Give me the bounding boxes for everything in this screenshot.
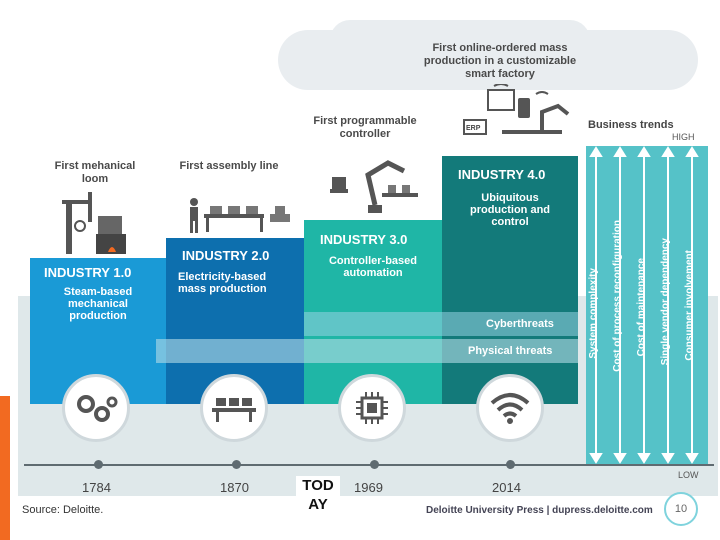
microchip-icon	[356, 392, 388, 424]
trend-cost-reconfiguration: Cost of process reconfiguration	[612, 220, 623, 372]
trend-single-vendor: Single vendor dependency	[660, 238, 671, 366]
top-caption: First online-ordered mass production in …	[423, 42, 577, 80]
stage-1-subtitle: Steam-based mechanical production	[63, 286, 133, 322]
timeline-dot-2014	[506, 460, 515, 469]
trend-system-complexity: System complexity	[588, 268, 599, 359]
stage-3-title: INDUSTRY 3.0	[320, 232, 408, 247]
stage-2-title: INDUSTRY 2.0	[182, 248, 270, 263]
stage-2-subtitle: Electricity-based mass production	[178, 271, 267, 295]
chip-circle	[338, 374, 406, 442]
trends-title: Business trends	[588, 119, 674, 131]
timeline-line	[24, 464, 714, 466]
physical-threats-band	[156, 339, 578, 363]
plc-caption: First programmable controller	[313, 115, 417, 140]
cyberthreats-label: Cyberthreats	[486, 318, 554, 330]
conveyor-icon	[212, 398, 256, 422]
wifi-icon	[490, 393, 530, 424]
trends-panel	[586, 146, 708, 464]
timeline-dot-1870	[232, 460, 241, 469]
left-accent-bar	[0, 396, 10, 540]
erp-label: ERP	[466, 125, 481, 132]
top-cloud-puff	[330, 20, 590, 60]
year-1784: 1784	[82, 480, 111, 495]
page-number-badge: 10	[664, 492, 698, 526]
robot-arm-icon	[330, 160, 418, 213]
today-label: TOD AY	[296, 476, 340, 514]
year-2014: 2014	[492, 480, 521, 495]
year-1870: 1870	[220, 480, 249, 495]
smart-factory-icon	[463, 84, 570, 135]
cyberthreats-band	[304, 312, 578, 336]
stage-3-subtitle: Controller-based automation	[328, 255, 417, 279]
timeline-dot-1784	[94, 460, 103, 469]
page-number: 10	[674, 503, 688, 515]
year-1969: 1969	[354, 480, 383, 495]
trend-arrows	[589, 146, 699, 464]
physical-threats-label: Physical threats	[468, 345, 553, 357]
timeline-dot-1969	[370, 460, 379, 469]
stage-1-title: INDUSTRY 1.0	[44, 265, 132, 280]
steam-machine-icon	[62, 192, 126, 254]
source-note: Source: Deloitte.	[22, 504, 104, 516]
loom-caption: First mehanical loom	[54, 160, 136, 185]
trends-low: LOW	[678, 470, 699, 480]
wifi-circle	[476, 374, 544, 442]
stage-4-title: INDUSTRY 4.0	[458, 167, 546, 182]
conveyor-circle	[200, 374, 268, 442]
assembly-caption: First assembly line	[179, 160, 279, 172]
trends-high: HIGH	[672, 132, 695, 142]
footer-credit: Deloitte University Press | dupress.delo…	[426, 505, 653, 516]
gears-icon	[77, 395, 118, 422]
trend-consumer-involvement: Consumer involvement	[684, 250, 695, 361]
stage-4-subtitle: Ubiquitous production and control	[469, 192, 551, 228]
assembly-line-icon	[190, 198, 290, 233]
gears-circle	[62, 374, 130, 442]
trend-cost-maintenance: Cost of maintenance	[636, 258, 647, 357]
